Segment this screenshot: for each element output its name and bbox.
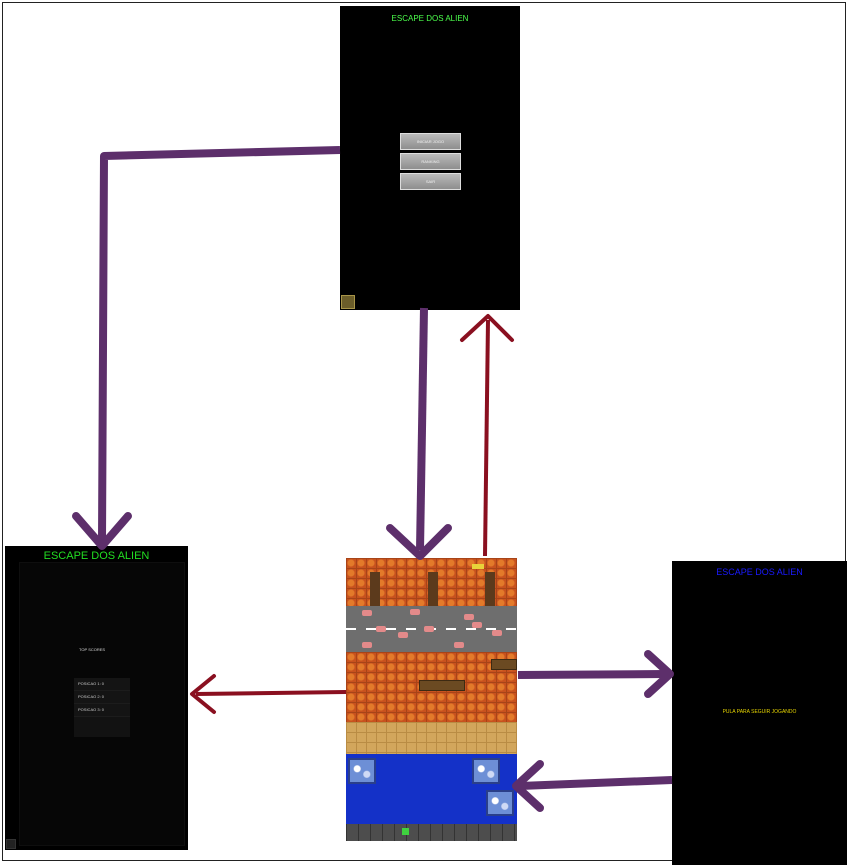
arrowhead xyxy=(460,314,514,342)
ranking-empty-slot xyxy=(74,717,130,737)
start-game-button[interactable]: INICIAR JOGO xyxy=(400,133,461,150)
corner-icon xyxy=(6,839,16,849)
arrow-menu-to-ranking xyxy=(98,146,341,541)
brick-zone-middle xyxy=(346,652,517,722)
rock xyxy=(486,790,514,816)
pillar xyxy=(370,572,380,606)
car xyxy=(472,622,482,628)
car xyxy=(398,632,408,638)
arrow-game-to-gameover xyxy=(517,670,667,679)
rock xyxy=(348,758,376,784)
bottom-bar xyxy=(346,824,517,841)
menu-title: ESCAPE DOS ALIEN xyxy=(391,14,469,23)
ranking-button[interactable]: RANKING xyxy=(400,153,461,170)
log xyxy=(419,680,465,691)
menu-button-group: INICIAR JOGO RANKING SAIR xyxy=(400,133,461,193)
gameover-message[interactable]: PULA PARA SEGUIR JOGANDO xyxy=(722,709,797,715)
alien-player xyxy=(472,564,484,569)
car xyxy=(454,642,464,648)
gameover-screen: ESCAPE DOS ALIEN PULA PARA SEGUIR JOGAND… xyxy=(672,561,847,865)
rock xyxy=(472,758,500,784)
car xyxy=(464,614,474,620)
arrowhead xyxy=(386,524,452,560)
log xyxy=(491,659,517,670)
arrowhead xyxy=(512,760,544,812)
ranking-item-3: POSICAO 3: 0 xyxy=(74,704,130,717)
car xyxy=(424,626,434,632)
gem xyxy=(402,828,409,835)
arrow-gameover-to-game xyxy=(519,776,673,790)
pillar xyxy=(485,572,495,606)
car xyxy=(362,610,372,616)
arrowhead xyxy=(72,512,132,550)
ranking-item-2: POSICAO 2: 0 xyxy=(74,691,130,704)
car xyxy=(376,626,386,632)
arrow-game-to-ranking xyxy=(195,690,347,696)
arrow-menu-to-game xyxy=(416,307,428,551)
ranking-title: ESCAPE DOS ALIEN xyxy=(43,550,150,562)
ranking-list: POSICAO 1: 0 POSICAO 2: 0 POSICAO 3: 0 xyxy=(74,678,130,737)
gameplay-screen[interactable] xyxy=(346,558,517,841)
sand-zone xyxy=(346,722,517,754)
menu-screen: ESCAPE DOS ALIEN INICIAR JOGO RANKING SA… xyxy=(340,6,520,310)
car xyxy=(410,609,420,615)
ranking-screen: ESCAPE DOS ALIEN TOP SCORES POSICAO 1: 0… xyxy=(5,546,188,850)
ranking-label: TOP SCORES xyxy=(79,647,106,652)
exit-button[interactable]: SAIR xyxy=(400,173,461,190)
game-icon xyxy=(341,295,355,309)
arrowhead xyxy=(644,650,674,698)
pillar xyxy=(428,572,438,606)
car xyxy=(492,630,502,636)
ranking-panel: TOP SCORES POSICAO 1: 0 POSICAO 2: 0 POS… xyxy=(19,562,185,846)
car xyxy=(362,642,372,648)
gameover-title: ESCAPE DOS ALIEN xyxy=(716,567,803,577)
ranking-item-1: POSICAO 1: 0 xyxy=(74,678,130,691)
arrowhead xyxy=(190,674,216,714)
arrow-game-to-menu xyxy=(483,319,490,557)
